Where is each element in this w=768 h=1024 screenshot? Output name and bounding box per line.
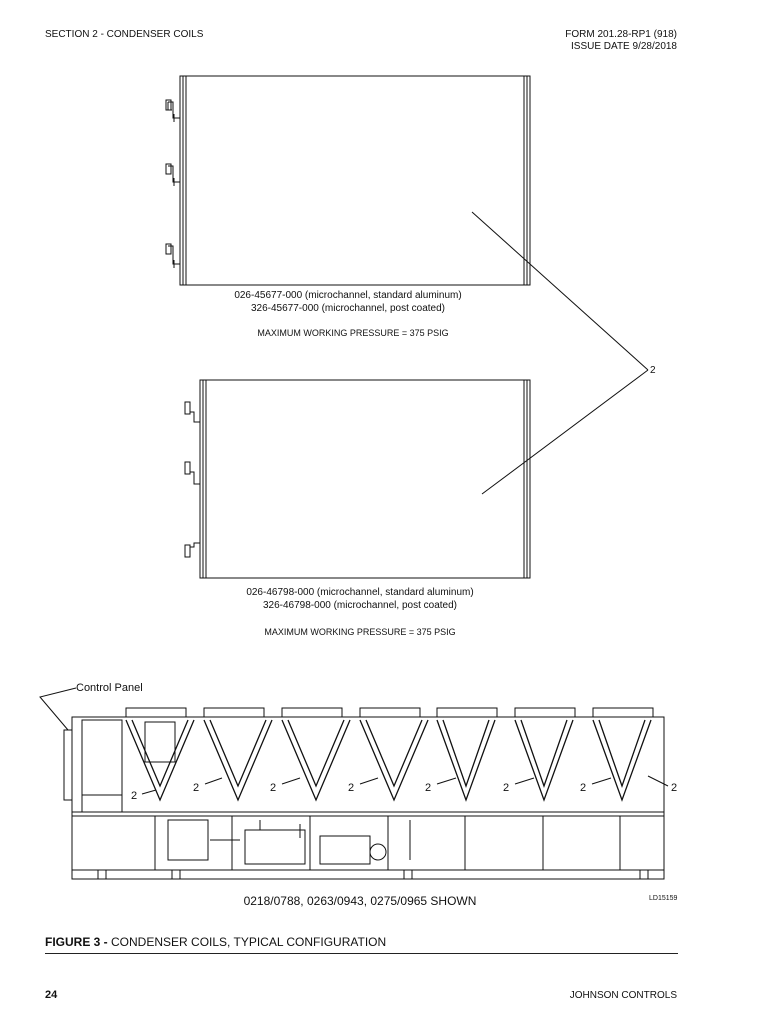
bottom-coil-fittings — [184, 401, 200, 558]
figure-caption: FIGURE 3 - CONDENSER COILS, TYPICAL CONF… — [45, 935, 386, 949]
control-panel-box — [63, 719, 176, 813]
bottom-coil-pressure: MAXIMUM WORKING PRESSURE = 375 PSIG — [264, 627, 456, 637]
top-coil-drawing — [165, 75, 531, 286]
issue-date: ISSUE DATE 9/28/2018 — [571, 41, 677, 52]
section-header: SECTION 2 - CONDENSER COILS — [45, 29, 204, 40]
unit-callout-leaders — [141, 775, 669, 795]
unit-callout-4: 2 — [348, 782, 355, 794]
bottom-coil-part-standard: 026-46798-000 (microchannel, standard al… — [246, 587, 474, 598]
drawing-id: LD15159 — [649, 895, 678, 902]
control-panel-label: Control Panel — [76, 682, 143, 694]
control-panel-leader — [39, 687, 77, 731]
unit-callout-6: 2 — [503, 782, 510, 794]
top-coil-part-standard: 026-45677-000 (microchannel, standard al… — [234, 290, 462, 301]
figure-number: FIGURE 3 - — [45, 935, 108, 949]
unit-callout-2: 2 — [193, 782, 200, 794]
unit-callout-7: 2 — [580, 782, 587, 794]
v-coils — [125, 719, 652, 802]
top-coil-fittings — [165, 99, 180, 268]
frame-posts — [154, 816, 621, 870]
models-shown-caption: 0218/0788, 0263/0943, 0275/0965 SHOWN — [243, 894, 477, 908]
bottom-coil-drawing — [184, 379, 531, 579]
mounting-feet — [97, 869, 649, 880]
page-number: 24 — [45, 989, 58, 1001]
unit-callout-1: 2 — [131, 790, 138, 802]
coil-callout: 2 — [650, 365, 656, 376]
bottom-coil-part-coated: 326-46798-000 (microchannel, post coated… — [262, 600, 457, 611]
unit-callout-8: 2 — [671, 782, 678, 794]
top-coil-part-coated: 326-45677-000 (microchannel, post coated… — [250, 303, 445, 314]
callout-leaders — [471, 211, 649, 495]
footer-company: JOHNSON CONTROLS — [569, 990, 677, 1001]
unit-elevation — [39, 687, 669, 880]
unit-callout-3: 2 — [270, 782, 277, 794]
compressor-area — [167, 819, 411, 865]
form-number: FORM 201.28-RP1 (918) — [565, 29, 677, 40]
unit-callout-5: 2 — [425, 782, 432, 794]
top-coil-pressure: MAXIMUM WORKING PRESSURE = 375 PSIG — [257, 328, 449, 338]
figure-rule — [45, 953, 678, 954]
figure-title: CONDENSER COILS, TYPICAL CONFIGURATION — [111, 935, 387, 949]
fan-guards — [125, 707, 654, 718]
